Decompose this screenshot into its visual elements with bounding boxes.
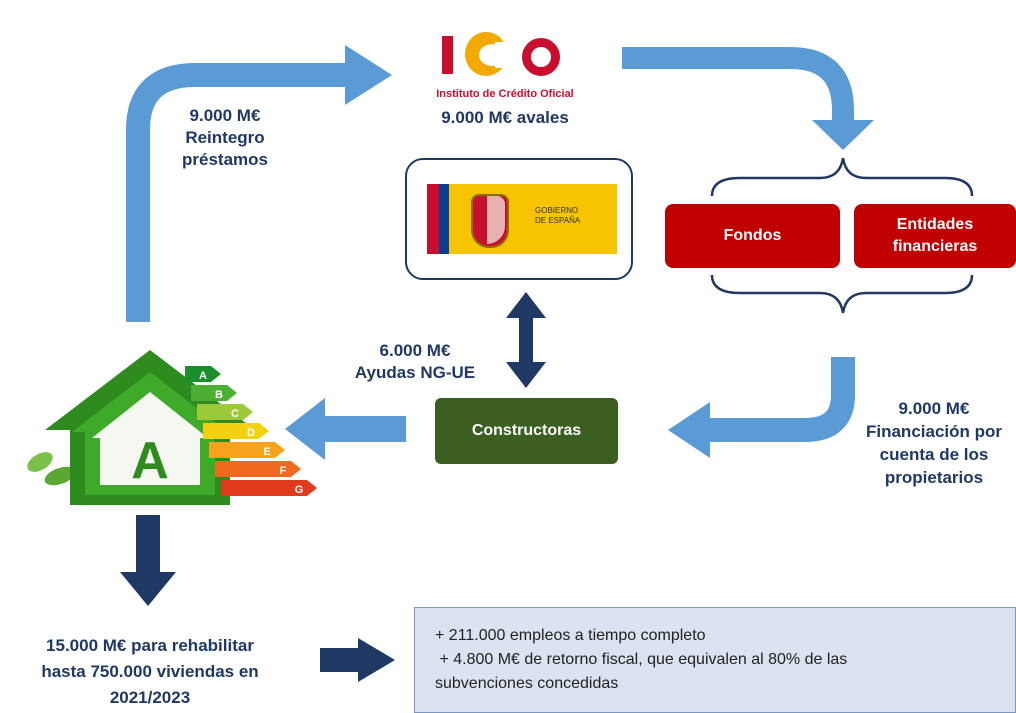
energy-rating-bar-c [197,404,253,420]
gobierno-flag-red-stripe [427,184,439,254]
funds-to-constructoras-arrow [705,357,855,442]
entidades-financieras-box: Entidades financieras [854,204,1016,268]
energy-house-icon [27,350,255,505]
rehabilitar-line1: 15.000 M€ para rehabilitar [46,636,254,655]
top-brace [710,157,974,197]
ayudas-label: 6.000 M€ Ayudas NG-UE [330,340,500,384]
fondos-box: Fondos [665,204,840,268]
coat-of-arms-detail [487,196,505,244]
impacto-subvenciones: subvenciones concedidas [435,675,619,692]
energy-rating-bar-g [221,480,317,496]
energy-rating-bar-a [185,366,221,382]
energy-rating-bar-f [215,461,301,477]
gobierno-logo [427,184,617,254]
ayudas-text: Ayudas NG-UE [354,363,476,382]
constructoras-box: Constructoras [435,398,618,464]
double-arrow-shaft [519,315,533,365]
reintegro-arrow [126,63,350,322]
eu-flag-stripe [439,184,449,254]
bottom-brace [710,274,974,314]
gobierno-text: GOBIERNO DE ESPAÑA [535,206,615,226]
gobierno-box: GOBIERNO DE ESPAÑA [405,158,633,280]
right-arrow-shaft [320,648,362,672]
gobierno-text-line2: DE ESPAÑA [535,216,581,225]
rehabilitar-line2: hasta 750.000 viviendas en [41,662,259,681]
financiacion-text-1: Financiación por [865,422,1003,441]
energy-rating-letter-a: A [199,370,207,382]
gobierno-text-line1: GOBIERNO [535,206,579,215]
entidades-line2: financieras [892,238,978,255]
reintegro-text: Reintegro [185,128,265,147]
financiacion-text-3: propietarios [884,468,984,487]
energy-class-letter: A [131,432,169,490]
rehabilitar-line3: 2021/2023 [109,688,191,707]
energy-rating-bar-d [203,423,269,439]
reintegro-text-2: préstamos [182,150,268,169]
down-arrow-shaft [136,515,160,575]
constructoras-to-house-shaft [320,416,406,442]
ico-logo: Instituto de Crédito Oficial [400,14,610,104]
ico-to-funds-arrow [622,47,854,125]
constructoras-to-house-arrowhead [285,398,325,460]
impacto-retorno-fiscal: + 4.800 M€ de retorno fiscal, que equiva… [435,651,848,668]
energy-rating-bar-b [191,385,237,401]
energy-rating-letter-f: F [280,465,287,477]
ico-logo-c-opening [495,42,511,68]
funds-to-constructoras-arrowhead [668,402,710,458]
reintegro-label: 9.000 M€ Reintegro préstamos [160,105,290,171]
double-arrow-bottom [506,362,546,388]
energy-rating-letter-d: D [247,427,255,439]
energy-rating-bar-e [209,442,285,458]
ico-logo-i [442,36,453,74]
ico-to-funds-arrowhead [812,120,874,150]
financiacion-text-2: cuenta de los [879,445,989,464]
energy-rating-letter-e: E [263,446,270,458]
right-arrow-head [358,638,395,682]
ayudas-amount: 6.000 M€ [379,341,451,360]
impacto-box: + 211.000 empleos a tiempo completo + 4.… [414,607,1016,713]
ico-name: Instituto de Crédito Oficial [436,88,574,100]
ico-avales-label: 9.000 M€ avales [441,108,569,127]
double-arrow-top [506,292,546,318]
ico-logo-o [522,38,560,76]
down-arrow-head [120,572,176,606]
reintegro-amount: 9.000 M€ [189,106,261,125]
impacto-empleos: + 211.000 empleos a tiempo completo [435,627,706,644]
financiacion-label: 9.000 M€ Financiación por cuenta de los … [852,397,1016,489]
reintegro-arrowhead [345,45,392,105]
financiacion-amount: 9.000 M€ [898,399,970,418]
energy-rating-letter-g: G [295,484,304,496]
rehabilitar-label: 15.000 M€ para rehabilitar hasta 750.000… [0,633,300,711]
energy-rating-letter-b: B [215,389,223,401]
energy-rating-letter-c: C [231,408,239,420]
entidades-line1: Entidades [896,216,974,233]
